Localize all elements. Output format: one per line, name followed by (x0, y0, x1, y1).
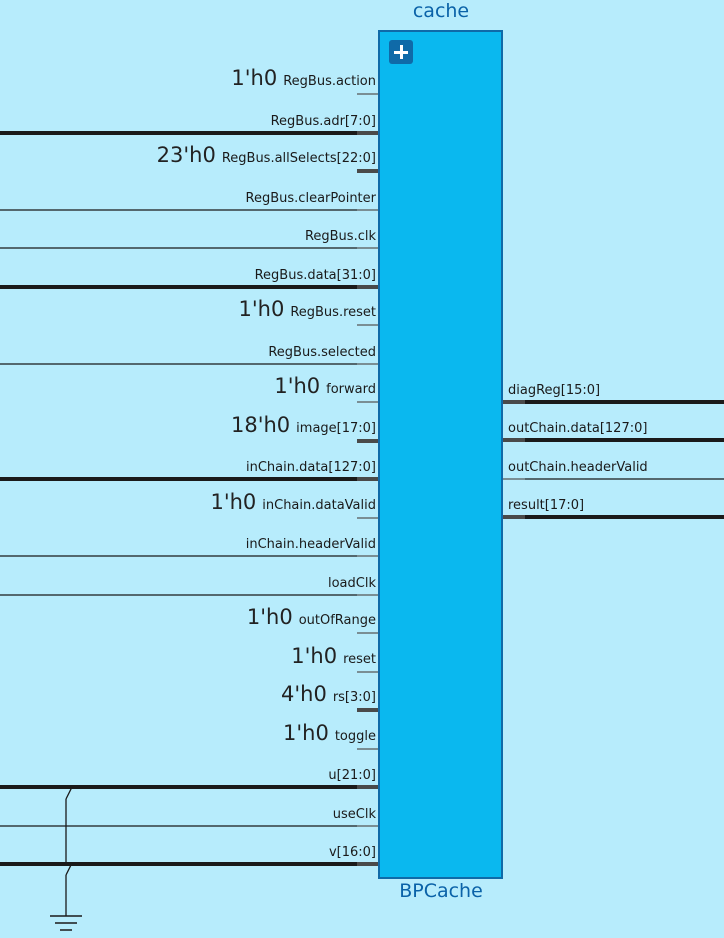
input-port-label: RegBus.data[31:0] (255, 268, 376, 283)
input-port-label: 4'h0 rs[3:0] (281, 682, 376, 706)
port-name: v[16:0] (328, 845, 376, 860)
constant-value: 23'h0 (156, 143, 216, 167)
input-port-label: 1'h0 toggle (283, 721, 376, 745)
input-port-label: RegBus.adr[7:0] (271, 114, 376, 129)
port-name: inChain.data[127:0] (245, 460, 376, 475)
port-name: RegBus.allSelects[22:0] (221, 151, 376, 166)
input-port-label: inChain.data[127:0] (246, 460, 376, 475)
constant-value: 1'h0 (283, 721, 329, 745)
port-name: RegBus.action (283, 74, 376, 89)
input-port-label: 1'h0 outOfRange (247, 605, 376, 629)
input-port-label: 1'h0 RegBus.reset (239, 297, 377, 321)
input-port-label: RegBus.clearPointer (246, 191, 376, 206)
constant-value: 4'h0 (281, 682, 327, 706)
port-name: rs[3:0] (332, 690, 376, 705)
output-port-label: result[17:0] (508, 498, 585, 513)
input-port-label: 1'h0 reset (291, 644, 376, 668)
input-port-label: 1'h0 inChain.dataValid (210, 490, 376, 514)
port-name: loadClk (327, 576, 376, 591)
ground-line (65, 786, 73, 800)
input-port-label: loadClk (328, 576, 376, 591)
module-name: BPCache (399, 880, 483, 902)
port-name: toggle (334, 729, 376, 744)
constant-value: 1'h0 (246, 605, 293, 629)
port-name: useClk (332, 807, 376, 822)
input-port-label: RegBus.selected (268, 345, 376, 360)
ground-symbol (50, 786, 82, 931)
port-name: inChain.dataValid (262, 498, 376, 513)
constant-value: 1'h0 (210, 490, 257, 514)
port-name: RegBus.reset (290, 305, 376, 320)
module-block[interactable] (378, 30, 503, 879)
output-port-label: outChain.data[127:0] (508, 421, 648, 436)
input-port-label: useClk (333, 807, 376, 822)
output-port-label: outChain.headerValid (508, 460, 648, 475)
expand-icon[interactable] (389, 40, 413, 64)
port-name: forward (326, 382, 376, 397)
input-port-label: u[21:0] (328, 768, 376, 783)
port-name: RegBus.selected (268, 345, 376, 360)
port-name: RegBus.data[31:0] (254, 268, 376, 283)
instance-name: cache (412, 0, 470, 22)
constant-value: 1'h0 (274, 374, 321, 398)
input-port-label: 23'h0 RegBus.allSelects[22:0] (157, 143, 376, 167)
port-name: reset (343, 652, 376, 667)
input-port-label: v[16:0] (329, 845, 376, 860)
constant-value: 1'h0 (291, 644, 338, 668)
input-port-label: 18'h0 image[17:0] (231, 413, 376, 437)
input-port-label: 1'h0 RegBus.action (231, 66, 376, 90)
constant-value: 18'h0 (231, 413, 291, 437)
port-name: u[21:0] (328, 768, 376, 783)
ground-line (65, 862, 73, 876)
port-name: RegBus.clearPointer (245, 191, 376, 206)
input-port-label: 1'h0 forward (274, 374, 376, 398)
port-name: RegBus.clk (304, 229, 376, 244)
constant-value: 1'h0 (231, 66, 278, 90)
wires-layer (0, 93, 724, 866)
port-name: image[17:0] (296, 421, 376, 436)
port-name: inChain.headerValid (245, 537, 376, 552)
output-port-label: diagReg[15:0] (508, 383, 601, 398)
port-name: RegBus.adr[7:0] (270, 114, 376, 129)
port-name: outOfRange (298, 613, 376, 628)
constant-value: 1'h0 (238, 297, 285, 321)
input-port-label: RegBus.clk (305, 229, 376, 244)
input-port-label: inChain.headerValid (246, 537, 376, 552)
